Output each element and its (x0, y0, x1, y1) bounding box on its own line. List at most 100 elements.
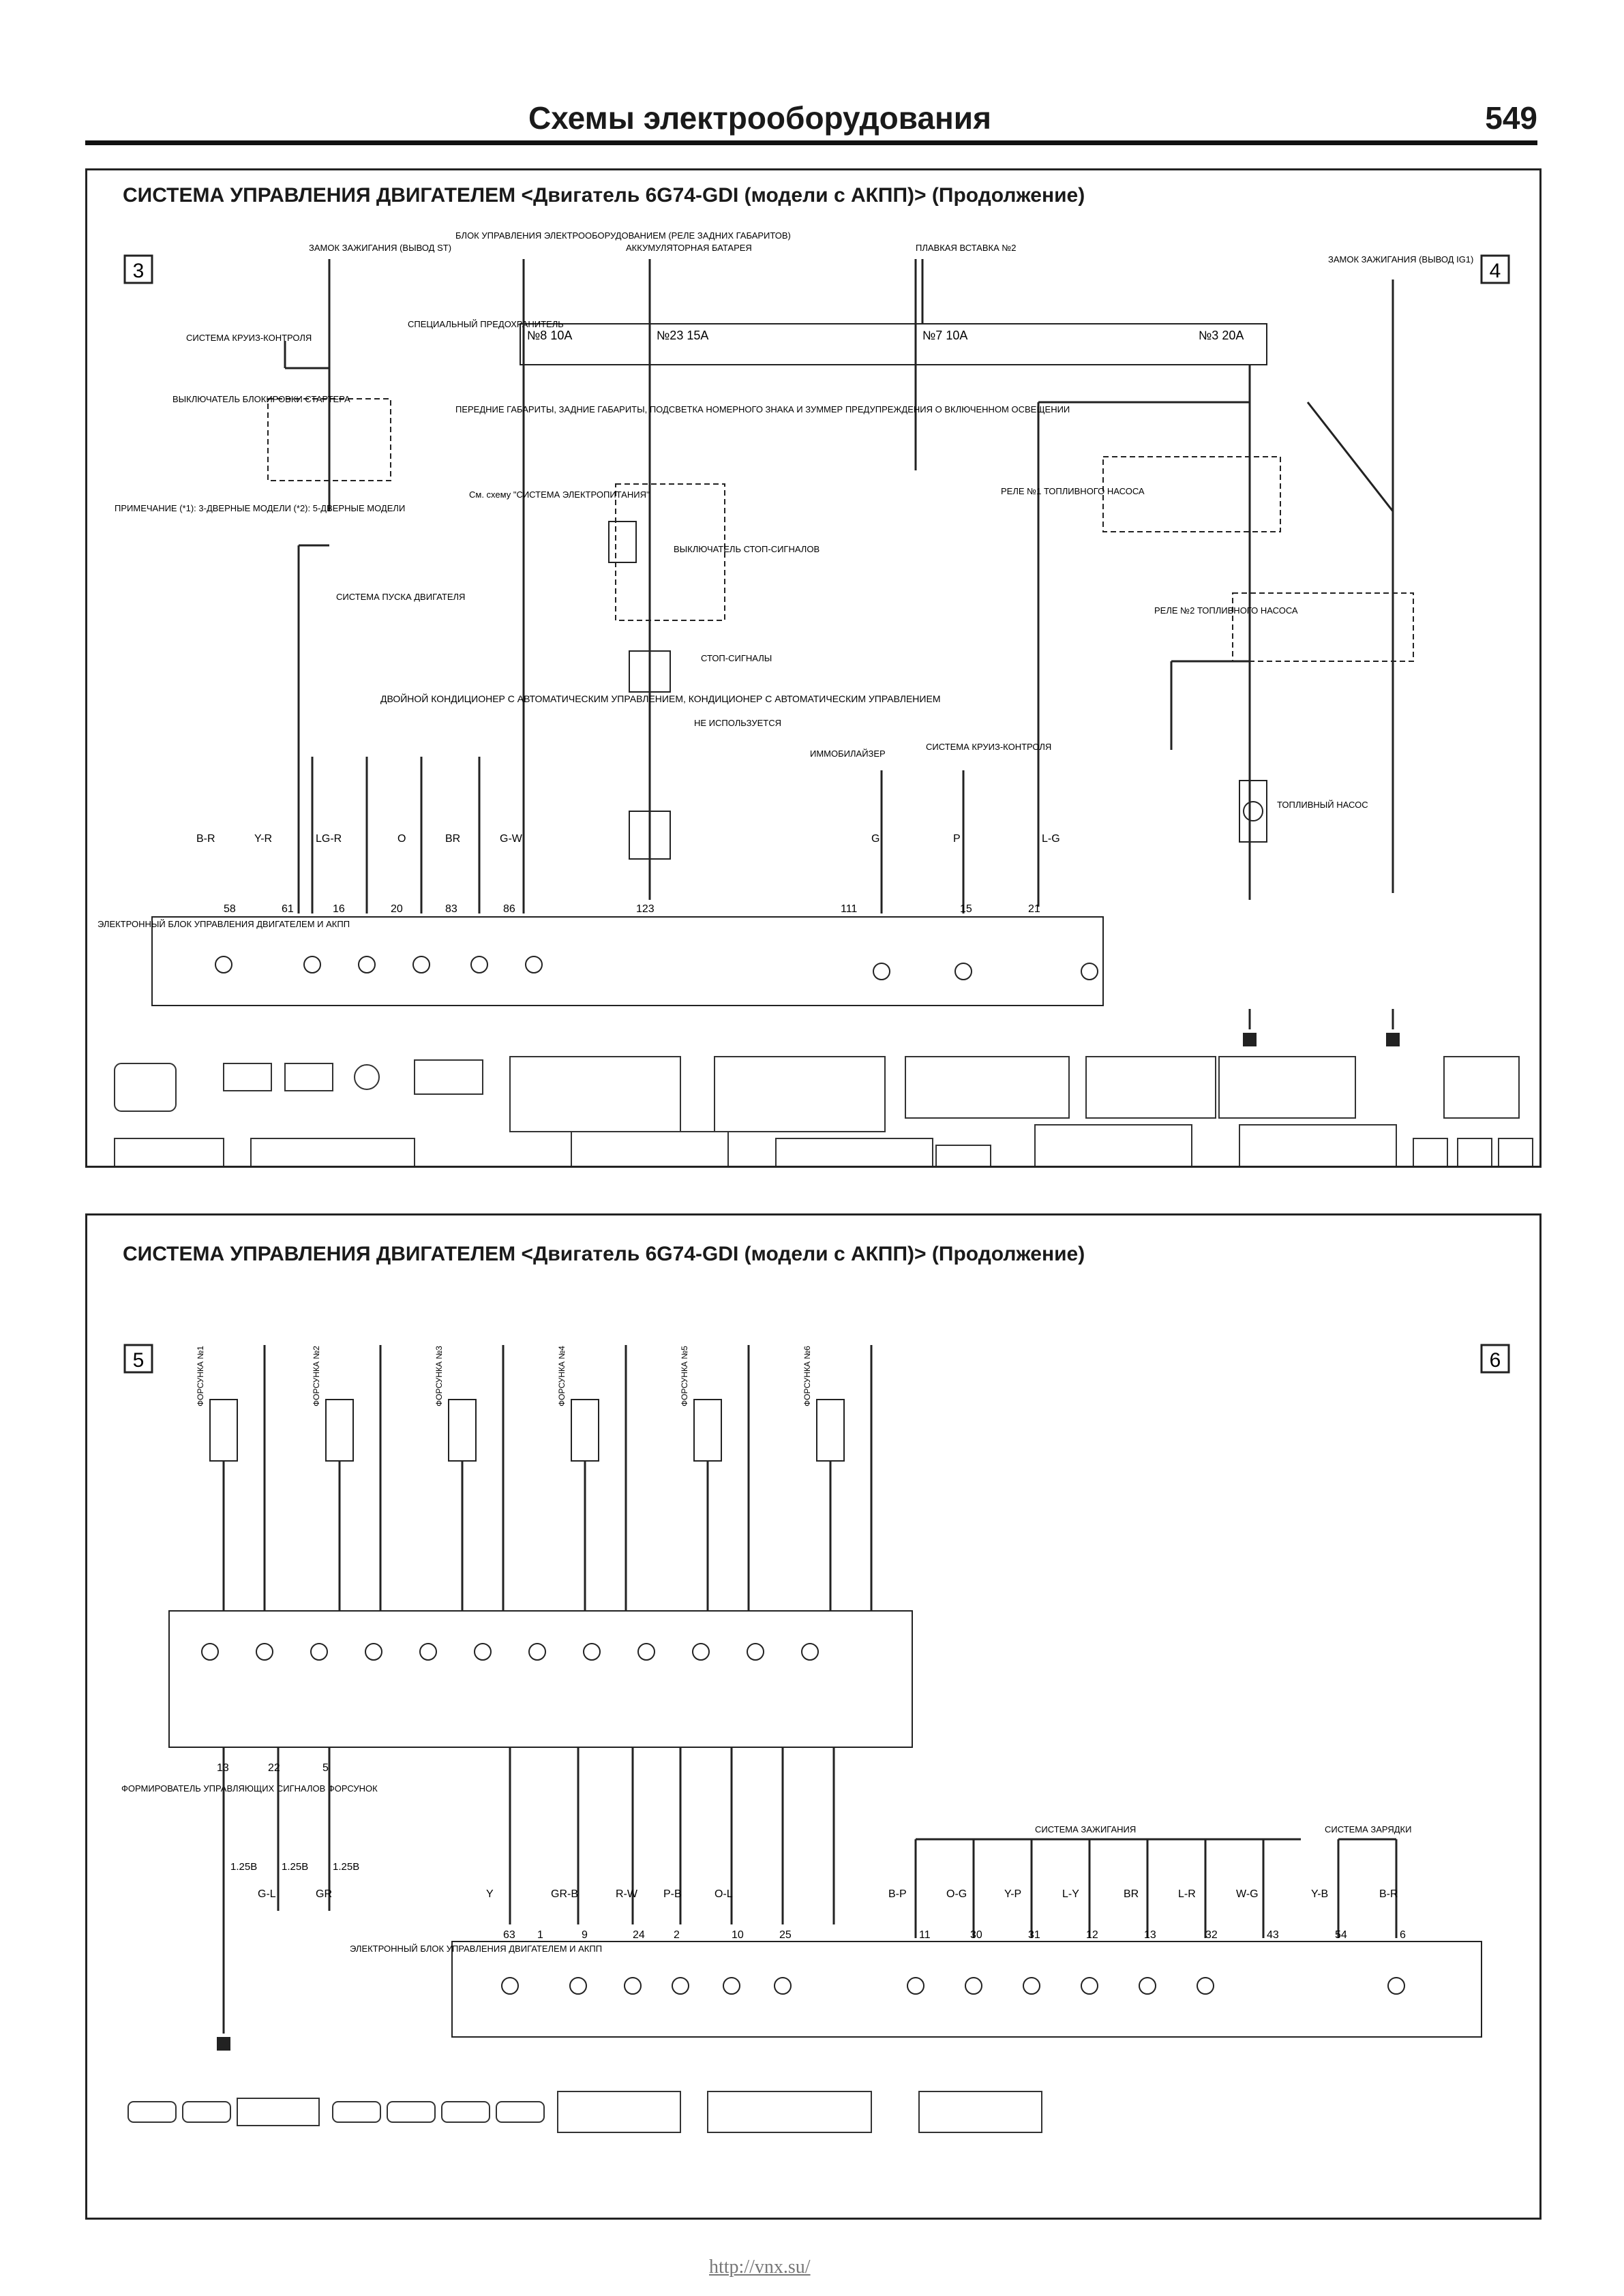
ignition-system-label: СИСТЕМА ЗАЖИГАНИЯ (1035, 1824, 1136, 1834)
injector-labels: ФОРСУНКА №1 ФОРСУНКА №2 ФОРСУНКА №3 ФОРС… (196, 1346, 812, 1406)
page-number: 549 (1485, 100, 1537, 136)
fuse-3: №3 20A (1199, 329, 1244, 342)
svg-text:54: 54 (1335, 1929, 1347, 1941)
svg-text:12: 12 (1086, 1929, 1098, 1941)
driver-to-ecu-wires (222, 1747, 835, 2034)
svg-text:P-B: P-B (663, 1888, 682, 1900)
svg-text:25: 25 (779, 1929, 792, 1941)
svg-text:111: 111 (841, 903, 857, 915)
ecu-label-bottom: ЭЛЕКТРОННЫЙ БЛОК УПРАВЛЕНИЯ ДВИГАТЕЛЕМ И… (350, 1944, 602, 1954)
fuel-pump (1239, 780, 1267, 843)
svg-text:L-Y: L-Y (1062, 1888, 1079, 1900)
svg-text:Y-P: Y-P (1004, 1888, 1021, 1900)
footer-url[interactable]: http://vnx.su/ (709, 2256, 811, 2278)
svg-text:O-G: O-G (946, 1888, 967, 1900)
connector-views-top (114, 1056, 1533, 1166)
svg-text:GR-B: GR-B (551, 1888, 578, 1900)
wire-o: O (397, 833, 406, 845)
svg-text:ФОРСУНКА №5: ФОРСУНКА №5 (680, 1346, 689, 1406)
jc5 (629, 650, 671, 693)
svg-text:16: 16 (333, 903, 345, 915)
stop-switch-label: ВЫКЛЮЧАТЕЛЬ СТОП-СИГНАЛОВ (674, 544, 819, 554)
svg-text:ФОРСУНКА №1: ФОРСУНКА №1 (196, 1346, 205, 1406)
ac-label: ДВОЙНОЙ КОНДИЦИОНЕР С АВТОМАТИЧЕСКИМ УПР… (380, 693, 940, 704)
stop-lamp-label: СТОП-СИГНАЛЫ (701, 653, 772, 663)
note-label: ПРИМЕЧАНИЕ (*1): 3-ДВЕРНЫЕ МОДЕЛИ (*2): … (115, 503, 405, 513)
svg-text:123: 123 (636, 903, 655, 915)
special-fuse-block (520, 323, 1267, 365)
fuel-pump-relay-2 (1232, 592, 1414, 662)
svg-text:O-L: O-L (715, 1888, 733, 1900)
ecu-transistors-bottom (501, 1977, 1405, 1995)
svg-text:31: 31 (1028, 1929, 1040, 1941)
ecu-block-top (151, 916, 1104, 1006)
jc6 (608, 521, 637, 563)
svg-text:GR: GR (316, 1888, 332, 1900)
ac-wires (311, 757, 965, 913)
ref-box-4-label: 4 (1490, 260, 1501, 282)
left-wires: 1.25B 1.25B 1.25B (230, 1861, 359, 1873)
bottom-wire-colors: G-L GR Y GR-B R-W P-B O-L B-P O-G Y-P L-… (258, 1888, 1398, 1900)
ecu-label-top: ЭЛЕКТРОННЫЙ БЛОК УПРАВЛЕНИЯ ДВИГАТЕЛЕМ И… (97, 919, 350, 929)
header-rule (85, 140, 1537, 145)
svg-text:ФОРСУНКА №6: ФОРСУНКА №6 (802, 1346, 812, 1406)
ignition-st-label: ЗАМОК ЗАЖИГАНИЯ (ВЫВОД ST) (309, 243, 451, 253)
fuse-8: №8 10A (527, 329, 572, 342)
svg-text:2: 2 (674, 1929, 680, 1941)
svg-text:83: 83 (445, 903, 457, 915)
wire-g-w: G-W (500, 833, 523, 845)
not-used-label: НЕ ИСПОЛЬЗУЕТСЯ (694, 718, 781, 728)
svg-text:15: 15 (960, 903, 972, 915)
schematic-bottom: 5 6 ФОРСУНКА №1 ФОРСУНКА №2 ФОРСУНКА №3 … (121, 1344, 1510, 2133)
svg-text:11: 11 (919, 1929, 931, 1941)
svg-text:Y-B: Y-B (1311, 1888, 1328, 1900)
svg-text:ФОРСУНКА №4: ФОРСУНКА №4 (557, 1346, 567, 1406)
wire-br: BR (445, 833, 460, 845)
wire-lg-r: LG-R (316, 833, 342, 845)
svg-text:20: 20 (391, 903, 403, 915)
svg-text:32: 32 (1205, 1929, 1218, 1941)
svg-text:1: 1 (537, 1929, 543, 1941)
schematic-top: 3 4 ЗАМОК ЗАЖИГАНИЯ (ВЫВОД ST) БЛОК УПРА… (97, 230, 1533, 1166)
stop-lamp-switch-box (615, 483, 725, 621)
svg-text:5: 5 (322, 1762, 329, 1774)
injector-driver-label: ФОРМИРОВАТЕЛЬ УПРАВЛЯЮЩИХ СИГНАЛОВ ФОРСУ… (121, 1783, 378, 1794)
svg-text:10: 10 (732, 1929, 744, 1941)
ecu-pins-top: 58 61 16 20 83 86 123 111 15 21 (224, 903, 1040, 915)
svg-text:63: 63 (503, 1929, 515, 1941)
svg-text:13: 13 (1144, 1929, 1156, 1941)
svg-text:W-G: W-G (1236, 1888, 1259, 1900)
panel-top-title: СИСТЕМА УПРАВЛЕНИЯ ДВИГАТЕЛЕМ <Двигатель… (123, 184, 1085, 207)
fuse-7: №7 10A (922, 329, 967, 342)
ecu-pins-bottom: 63 1 9 24 2 10 25 11 30 31 12 13 32 43 5… (503, 1929, 1406, 1941)
svg-text:30: 30 (970, 1929, 982, 1941)
lights-label: ПЕРЕДНИЕ ГАБАРИТЫ, ЗАДНИЕ ГАБАРИТЫ, ПОДС… (455, 404, 1070, 414)
svg-text:L-R: L-R (1178, 1888, 1196, 1900)
ignition-wires (914, 1838, 1398, 1938)
relay1-label: РЕЛЕ №1 ТОПЛИВНОГО НАСОСА (1001, 486, 1145, 496)
svg-text:1.25B: 1.25B (230, 1861, 257, 1873)
page-title: Схемы электрооборудования (528, 100, 991, 136)
ref-box-6 (1480, 1344, 1510, 1374)
svg-text:43: 43 (1267, 1929, 1279, 1941)
body-control-label: БЛОК УПРАВЛЕНИЯ ЭЛЕКТРООБОРУДОВАНИЕМ (РЕ… (455, 230, 791, 241)
wire-y-r: Y-R (254, 833, 272, 845)
power-wires (284, 259, 1394, 913)
immobilizer-label: ИММОБИЛАЙЗЕР (810, 749, 886, 759)
ground-8 (1243, 1033, 1257, 1046)
wire-p: P (953, 833, 961, 845)
ref-box-6-label: 6 (1490, 1349, 1501, 1372)
relay2-label: РЕЛЕ №2 ТОПЛИВНОГО НАСОСА (1154, 605, 1298, 616)
ref-box-5-label: 5 (133, 1349, 145, 1372)
svg-text:58: 58 (224, 903, 236, 915)
ref-box-3 (123, 254, 153, 284)
svg-text:B-R: B-R (1379, 1888, 1398, 1900)
svg-text:13: 13 (217, 1762, 229, 1774)
svg-text:ФОРСУНКА №2: ФОРСУНКА №2 (312, 1346, 321, 1406)
svg-text:B-P: B-P (888, 1888, 907, 1900)
cruise-label-left: СИСТЕМА КРУИЗ-КОНТРОЛЯ (186, 333, 312, 343)
svg-text:9: 9 (582, 1929, 588, 1941)
svg-text:61: 61 (282, 903, 294, 915)
injector-wires (222, 1345, 873, 1611)
wire-l-g: L-G (1042, 833, 1060, 845)
